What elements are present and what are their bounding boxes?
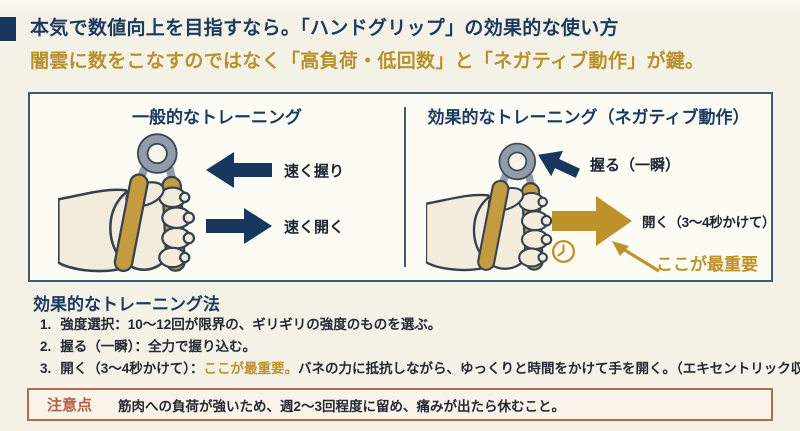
hand-gripper-illustration <box>58 126 232 284</box>
fast-open-label: 速く開く <box>284 218 345 236</box>
arrow-left-icon <box>538 150 581 178</box>
method-step: 2. 握る（一瞬）：全力で握り込む。 <box>40 336 800 358</box>
step-number: 3. <box>40 361 52 376</box>
panel-standard-training: 一般的なトレーニング <box>30 94 404 280</box>
method-step: 3. 開く（3～4秒かけて）：ここが最重要。バネの力に抵抗しながら、ゆっくりと時… <box>40 358 800 380</box>
caution-label: 注意点 <box>47 397 93 414</box>
page-subtitle: 闇雲に数をこなすのではなく「高負荷・低回数」と「ネガティブ動作」が鍵。 <box>30 51 705 72</box>
open-slowly-row: 開く（3～4秒かけて） <box>552 196 776 246</box>
callout-arrow-icon <box>612 241 660 273</box>
method-heading: 効果的なトレーニング法 <box>33 295 220 314</box>
panel-negative-title: 効果的なトレーニング（ネガティブ動作） <box>427 108 750 127</box>
grip-instant-label: 握る（一瞬） <box>590 156 681 174</box>
page-title: 本気で数値向上を目指すなら。「ハンドグリップ」の効果的な使い方 <box>30 18 619 39</box>
step-text: 握る（一瞬）：全力で握り込む。 <box>60 339 257 354</box>
step-number: 2. <box>40 339 52 354</box>
method-step: 1. 強度選択：10～12回が限界の、ギリギリの強度のものを選ぶ。 <box>40 314 800 336</box>
title-accent-bar <box>0 17 16 41</box>
fast-grip-row: 速く握り <box>206 152 344 188</box>
method-list: 1. 強度選択：10～12回が限界の、ギリギリの強度のものを選ぶ。 2. 握る（… <box>40 314 800 380</box>
caution-text: 筋肉への負荷が強いため、週2～3回程度に留め、痛みが出たら休むこと。 <box>118 398 566 414</box>
most-important-callout: ここが最重要 <box>656 255 758 274</box>
panel-negative-training: 効果的なトレーニング（ネガティブ動作） 握る（一瞬） 開く（3～4秒かけて） <box>406 94 776 280</box>
step-text: 開く（3～4秒かけて）：ここが最重要。バネの力に抵抗しながら、ゆっくりと時間をか… <box>60 361 800 376</box>
step-number: 1. <box>40 317 52 332</box>
clock-icon <box>551 239 576 264</box>
fast-grip-label: 速く握り <box>284 162 345 180</box>
step-text: 強度選択：10～12回が限界の、ギリギリの強度のものを選ぶ。 <box>60 317 442 332</box>
open-slowly-label: 開く（3～4秒かけて） <box>642 215 776 230</box>
comparison-box: 一般的なトレーニング <box>28 92 776 282</box>
arrow-left-icon <box>206 152 272 188</box>
panel-standard-title: 一般的なトレーニング <box>132 108 302 127</box>
panel-divider <box>404 107 406 267</box>
arrow-right-icon <box>206 208 272 244</box>
caution-box: 注意点 筋肉への負荷が強いため、週2～3回程度に留め、痛みが出たら休むこと。 <box>27 388 773 421</box>
arrow-right-icon <box>552 196 632 246</box>
fast-open-row: 速く開く <box>206 208 344 244</box>
grip-instant-row: 握る（一瞬） <box>536 150 680 178</box>
